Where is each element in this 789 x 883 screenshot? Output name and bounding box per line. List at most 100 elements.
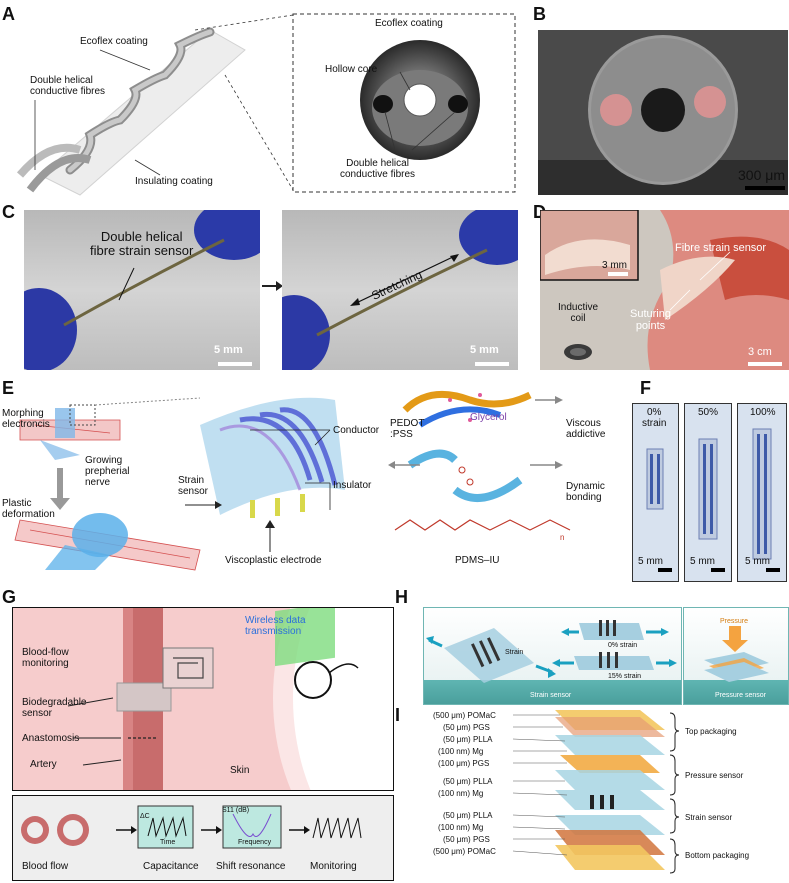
label-h-fifteen: 15% strain (608, 673, 642, 680)
panel-label-h: H (395, 587, 408, 607)
layer-10: (500 μm) POMaC (433, 847, 496, 856)
label-insulating: Insulating coating (135, 176, 213, 187)
scale-bar-f-3 (766, 568, 780, 572)
label-double-helical-left: Double helical conductive fibres (30, 75, 106, 97)
panel-label-i: I (395, 705, 401, 725)
label-e-pedot: PEDOT :PSS (390, 418, 425, 440)
g-step-capacitance: Capacitance (143, 861, 199, 872)
label-h-pressure-sensor: Pressure sensor (715, 692, 766, 699)
strain-photo-50 (684, 403, 732, 582)
layer-0: (500 μm) POMaC (433, 711, 496, 720)
photo-d (540, 210, 789, 370)
scale-label-d: 3 cm (748, 346, 772, 358)
panel-label-a: A (2, 4, 15, 24)
label-e-growing: Growing prepherial nerve (85, 455, 130, 488)
photo-c-left (24, 210, 260, 370)
h-strain-box (423, 607, 682, 705)
group-pressure: Pressure sensor (685, 771, 744, 780)
layer-3: (100 nm) Mg (438, 747, 484, 756)
label-e-strain: Strain sensor (178, 475, 209, 497)
panel-label-g: G (2, 587, 17, 607)
h-pressure-box (683, 607, 789, 705)
scale-f-3: 5 mm (745, 556, 770, 567)
label-ecoflex-left: Ecoflex coating (80, 36, 148, 47)
panel-h: H Strain 0% strain 15% strain Strain sen… (395, 585, 789, 705)
panel-d: D 3 mm Fibre strain sensor Inductive coi… (530, 200, 789, 370)
panel-label-f: F (640, 378, 651, 398)
group-top: Top packaging (685, 727, 737, 736)
label-h-strain: Strain (505, 649, 524, 656)
panel-b: B 300 μm (530, 0, 789, 200)
label-e-plastic: Plastic deformation (2, 498, 55, 520)
g-time: Time (160, 839, 176, 846)
g-step-bloodflow: Blood flow (22, 861, 69, 872)
scale-label-c-right: 5 mm (470, 344, 499, 356)
panel-f: F 0% strain 50% 100% 5 mm 5 mm 5 mm (620, 370, 789, 585)
scale-bar-f-2 (711, 568, 725, 572)
label-f-100: 100% (750, 407, 776, 418)
label-g-wireless: Wireless data transmission (245, 615, 306, 637)
layer-6: (100 nm) Mg (438, 789, 484, 798)
g-bottom-box (12, 795, 394, 881)
label-ecoflex-right: Ecoflex coating (375, 18, 443, 29)
label-g-skin: Skin (230, 765, 250, 776)
scale-label-d-inset: 3 mm (602, 260, 627, 271)
strain-photo-0 (632, 403, 679, 582)
scale-bar-f-1 (658, 568, 672, 572)
label-e-conductor: Conductor (333, 425, 380, 436)
group-bottom: Bottom packaging (685, 851, 750, 860)
strain-photo-100 (737, 403, 787, 582)
label-g-artery: Artery (30, 759, 57, 770)
scale-f-1: 5 mm (638, 556, 663, 567)
scale-bar-c-right (475, 362, 509, 366)
scale-f-2: 5 mm (690, 556, 715, 567)
arrow-c (262, 285, 280, 287)
panel-label-b: B (533, 4, 546, 24)
layer-4: (100 μm) PGS (438, 759, 490, 768)
layer-stack-illustration (512, 710, 680, 874)
layer-5: (50 μm) PLLA (443, 777, 493, 786)
label-d-fibre: Fibre strain sensor (675, 242, 767, 254)
label-e-insulator: Insulator (333, 480, 372, 491)
label-e-viscous: Viscous addictive (566, 418, 606, 440)
g-top-box (12, 607, 394, 791)
g-frequency: Frequency (238, 839, 272, 846)
label-g-bloodflow: Blood-flow monitoring (22, 647, 69, 669)
label-e-morphing: Morphing electroncis (2, 408, 50, 430)
label-e-dynamic: Dynamic bonding (566, 481, 605, 503)
scale-label-b: 300 μm (738, 167, 785, 183)
layer-8: (100 nm) Mg (438, 823, 484, 832)
label-c-sensor: Double helical fibre strain sensor (90, 229, 194, 258)
g-step-monitoring: Monitoring (310, 861, 357, 872)
layer-2: (50 μm) PLLA (443, 735, 493, 744)
layer-7: (50 μm) PLLA (443, 811, 493, 820)
arrow-c-head (276, 281, 283, 291)
scale-bar-d-inset (608, 272, 628, 276)
panel-i: I (500 μm) POMaC (50 μm) PGS (50 μm) PLL… (395, 705, 789, 883)
scale-label-c-left: 5 mm (214, 344, 243, 356)
panel-label-e: E (2, 378, 15, 398)
label-f-0: 0% strain (642, 407, 667, 429)
label-e-glycerol: Glycerol (470, 412, 507, 423)
label-double-helical-right: Double helical conductive fibres (340, 158, 416, 180)
g-dc: ΔC (140, 813, 150, 820)
scale-bar-d (748, 362, 782, 366)
g-step-shift: Shift resonance (216, 861, 286, 872)
panel-a: A (0, 0, 520, 200)
group-strain: Strain sensor (685, 813, 733, 822)
label-g-biodegradable: Biodegradable sensor (22, 697, 87, 719)
label-hollow-core: Hollow core (325, 64, 378, 75)
label-d-inductive: Inductive coil (558, 302, 599, 324)
layer-9: (50 μm) PGS (443, 835, 490, 844)
morphing-electronics-illustration: n (14, 390, 571, 571)
photo-c-right (282, 210, 518, 370)
scale-bar-b (745, 186, 785, 190)
scale-bar-c-left (218, 362, 252, 366)
svg-text:n: n (560, 533, 564, 542)
label-f-50: 50% (698, 407, 719, 418)
label-d-suturing: Suturing points (630, 308, 671, 332)
helical-fibre-illustration (16, 13, 516, 196)
label-g-anastomosis: Anastomosis (22, 733, 80, 744)
panel-e: E (0, 370, 620, 585)
layer-1: (50 μm) PGS (443, 723, 490, 732)
